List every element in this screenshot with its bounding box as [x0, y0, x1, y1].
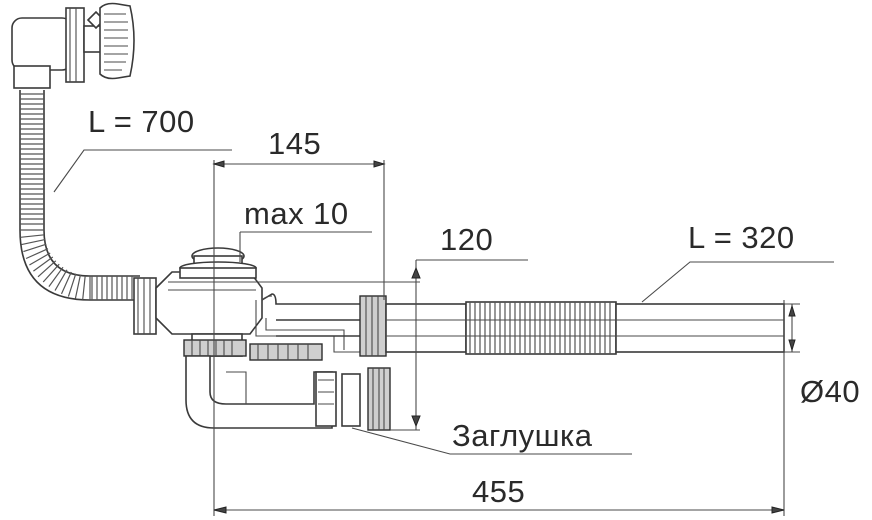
overflow-hose	[19, 90, 140, 301]
drain-hose	[385, 301, 785, 355]
diameter-label: Ø40	[800, 374, 861, 409]
plug-label: Заглушка	[452, 418, 593, 453]
dimension-455-label: 455	[472, 474, 526, 509]
outlet-nut	[341, 295, 391, 431]
dimension-120-label: 120	[440, 222, 494, 257]
dimension-lines	[53, 149, 834, 516]
siphon-body	[133, 247, 364, 429]
drain-hose-length-label: L = 320	[688, 220, 795, 255]
overflow-hose-length-label: L = 700	[88, 104, 195, 139]
max-10-label: max 10	[244, 196, 349, 231]
dimension-145-label: 145	[268, 126, 322, 161]
overflow-head	[11, 2, 135, 89]
